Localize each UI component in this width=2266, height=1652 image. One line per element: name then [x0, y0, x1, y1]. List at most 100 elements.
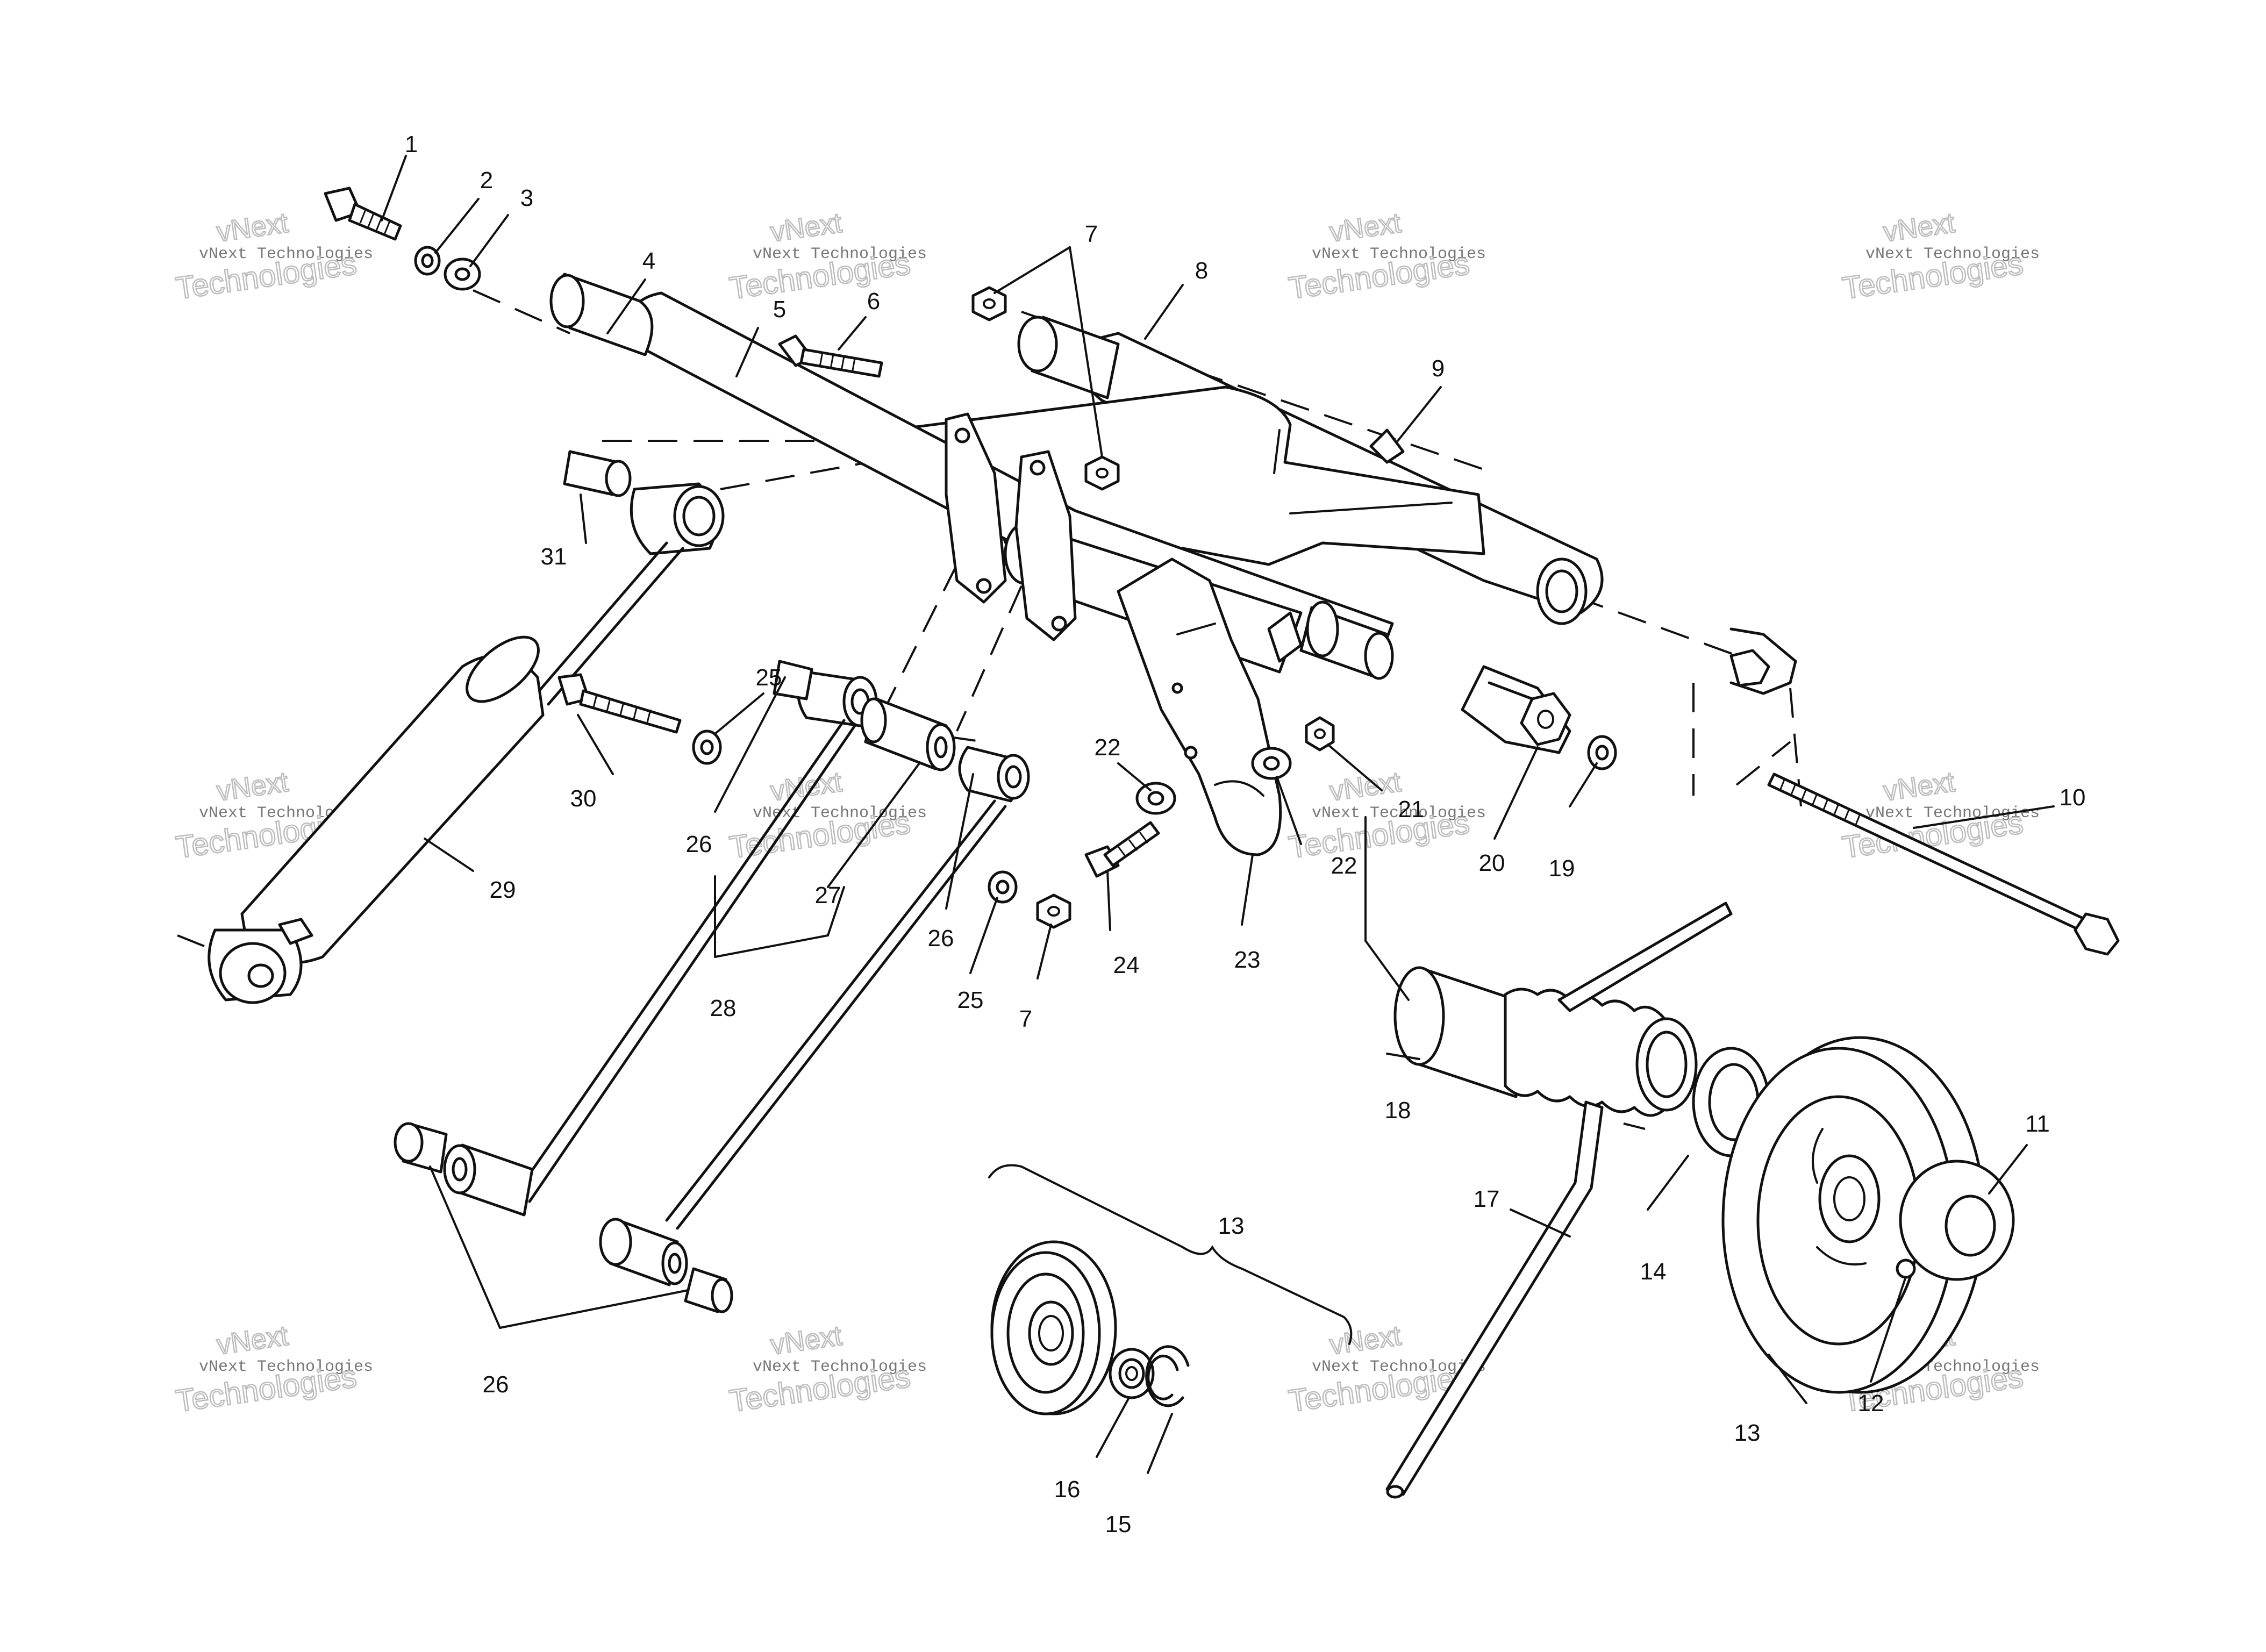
- svg-text:vNext Technologies: vNext Technologies: [1865, 245, 2040, 263]
- svg-text:vNext: vNext: [1882, 208, 1957, 248]
- callout-15: 15: [1105, 1511, 1132, 1537]
- svg-text:vNext: vNext: [1328, 208, 1403, 248]
- link-rod-lower: [665, 746, 1030, 1230]
- plate-hole: [954, 427, 970, 444]
- callout-29: 29: [490, 877, 516, 903]
- callout-13-pulley: 13: [1734, 1420, 1761, 1446]
- svg-text:vNext: vNext: [215, 767, 290, 807]
- callout-labels: 1 2 3 4 5 6 7 8 9 10 11 12 13 13 14 15 1…: [405, 131, 2086, 1537]
- idler-pivot-arm: [1117, 557, 1282, 856]
- callout-22-left: 22: [1095, 734, 1121, 761]
- callout-8: 8: [1195, 258, 1208, 284]
- callout-22-right: 22: [1331, 853, 1357, 879]
- callout-13-bracket: 13: [1218, 1213, 1245, 1239]
- rear-torque-arm-assembly: [549, 273, 1604, 856]
- callout-26-bottom: 26: [483, 1371, 509, 1398]
- callout-20: 20: [1479, 850, 1505, 876]
- flat-washer-3: [444, 258, 481, 291]
- callout-31: 31: [541, 543, 567, 570]
- rear-tube-left-cap: [1017, 316, 1058, 373]
- arm-hole: [1171, 682, 1183, 694]
- washer-22-right: [1251, 747, 1292, 780]
- washer-26: [988, 870, 1018, 904]
- washer-22-left: [1135, 782, 1176, 815]
- washer-19: [1587, 735, 1617, 770]
- callout-7-bottom: 7: [1019, 1006, 1032, 1032]
- left-side-plate: [945, 412, 1007, 604]
- callout-28: 28: [710, 995, 737, 1021]
- svg-text:vNext: vNext: [215, 1320, 290, 1361]
- bottom-bushing-left: [394, 1122, 534, 1217]
- bushing-27: [860, 697, 956, 771]
- watermark: vNext vNext Technologies Technologies: [173, 206, 373, 306]
- callout-5: 5: [773, 296, 786, 323]
- watermark: vNext vNext Technologies Technologies: [173, 1319, 373, 1419]
- callout-26-top: 26: [686, 831, 712, 857]
- callout-1: 1: [405, 131, 418, 158]
- callout-2: 2: [480, 167, 493, 194]
- callout-12: 12: [1858, 1390, 1884, 1417]
- watermark: vNext vNext Technologies Technologies: [1286, 206, 1486, 306]
- bracket-20: [1461, 665, 1571, 754]
- bolt-24: [1084, 821, 1160, 878]
- callout-25-bottom: 25: [957, 987, 984, 1013]
- watermark: vNext vNext Technologies Technologies: [1840, 206, 2040, 306]
- right-clamp: [1729, 627, 1797, 695]
- svg-text:vNext Technologies: vNext Technologies: [753, 245, 927, 263]
- watermark: vNext vNext Technologies Technologies: [727, 766, 927, 866]
- svg-text:vNext: vNext: [769, 1320, 844, 1361]
- torsion-spring-17: [1385, 902, 1733, 1499]
- washer-25: [692, 730, 722, 765]
- callout-24: 24: [1113, 952, 1140, 978]
- callout-3: 3: [520, 185, 533, 211]
- callout-26-mid: 26: [928, 925, 954, 952]
- nut-21: [1305, 716, 1335, 752]
- svg-text:vNext Technologies: vNext Technologies: [753, 1358, 927, 1376]
- callout-27: 27: [815, 882, 841, 909]
- callout-23: 23: [1234, 947, 1261, 973]
- top-hardware: [324, 187, 1405, 491]
- callout-18: 18: [1385, 1097, 1411, 1124]
- shaft-end-cap: [1364, 632, 1394, 680]
- lock-nut-7: [971, 286, 1007, 321]
- leader-lines: [381, 155, 2055, 1474]
- svg-text:vNext: vNext: [215, 208, 290, 248]
- plate-hole: [1051, 616, 1067, 632]
- shock-absorber: [208, 450, 725, 1004]
- svg-text:vNext Technologies: vNext Technologies: [753, 804, 927, 823]
- tube-sleeve-end: [549, 274, 585, 328]
- plate-hole: [1030, 460, 1046, 476]
- idler-wheel-13-small: [990, 1240, 1117, 1415]
- svg-text:vNext Technologies: vNext Technologies: [199, 245, 373, 263]
- callout-30: 30: [570, 785, 597, 812]
- retaining-clip-9: [1369, 428, 1405, 464]
- bracket-13-group: [988, 1164, 1353, 1345]
- callout-21: 21: [1398, 796, 1425, 823]
- svg-text:vNext: vNext: [1328, 1320, 1403, 1361]
- svg-text:vNext Technologies: vNext Technologies: [1312, 804, 1486, 823]
- callout-19: 19: [1549, 855, 1575, 882]
- watermark: vNext vNext Technologies Technologies: [1286, 766, 1486, 866]
- svg-text:vNext Technologies: vNext Technologies: [199, 1358, 373, 1376]
- lock-washer-2: [414, 246, 441, 276]
- bottom-bushing-right: [599, 1218, 733, 1313]
- snap-ring-15: [1145, 1345, 1190, 1407]
- hub-collar-11: [1896, 1160, 2015, 1281]
- plate-hole: [976, 578, 992, 594]
- shock-bolt: [557, 673, 682, 734]
- callout-10: 10: [2060, 784, 2086, 811]
- rear-tube-end-inner: [1545, 569, 1578, 613]
- lock-nut-7: [1084, 455, 1120, 491]
- callout-6: 6: [867, 288, 880, 314]
- callout-17: 17: [1474, 1186, 1500, 1212]
- svg-text:vNext: vNext: [1882, 767, 1957, 807]
- bearing-16: [1109, 1348, 1155, 1399]
- callout-4: 4: [642, 248, 655, 274]
- callout-7-top: 7: [1085, 221, 1098, 247]
- long-bolt-10: [1767, 773, 2120, 956]
- shaft-collar: [1306, 600, 1339, 657]
- callout-14: 14: [1640, 1258, 1667, 1285]
- callout-9: 9: [1432, 355, 1445, 382]
- callout-11: 11: [2025, 1111, 2050, 1137]
